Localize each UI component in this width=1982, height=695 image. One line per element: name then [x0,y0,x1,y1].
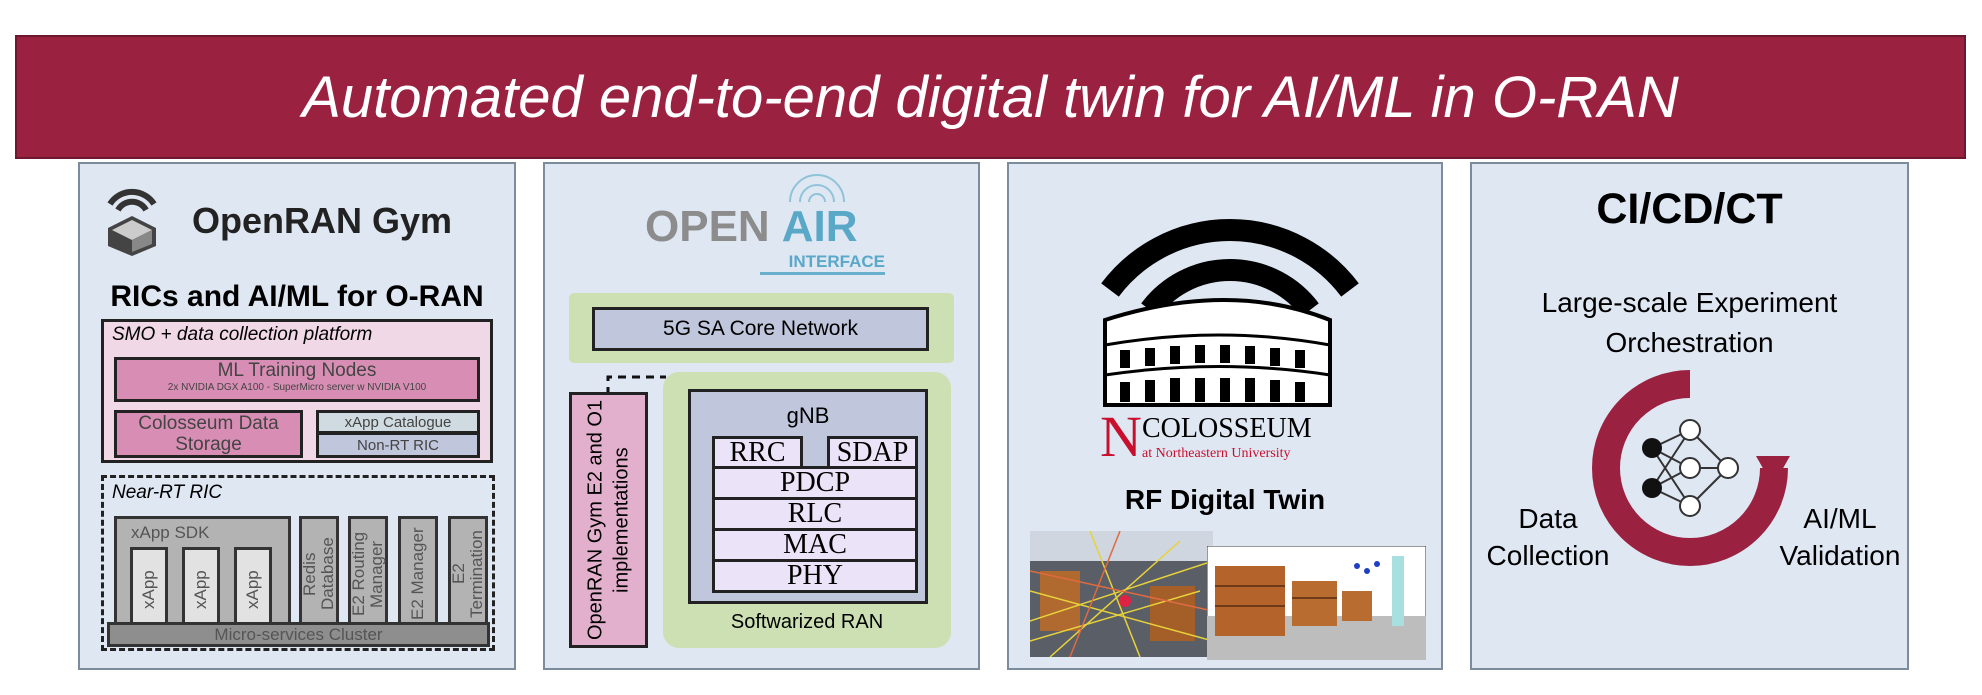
ai-ml-validation-line1: AI/ML [1803,503,1877,534]
xapp-3: xApp [234,547,272,633]
dashed-connector [606,375,666,395]
colosseum-logo-name: COLOSSEUM [1142,413,1312,444]
oai-signal-icon [789,174,845,203]
ray-tracing-scene-image [1030,531,1213,657]
title-banner: Automated end-to-end digital twin for AI… [15,35,1966,159]
xapp-1: xApp [130,547,168,633]
orchestration-line2: Orchestration [1605,327,1774,358]
openran-gym-e2-o1: OpenRAN Gym E2 and O1 implementations [569,392,648,648]
layer-sdap: SDAP [827,436,918,469]
ml-label: ML Training Nodes [217,360,377,381]
data-collection-line1: Data [1518,503,1578,534]
micro-services-cluster: Micro-services Cluster [107,622,490,647]
non-rt-ric: Non-RT RIC [316,432,480,458]
oai-logo-open: OPEN [645,202,770,251]
layer-phy: PHY [712,559,918,593]
colosseum-wifi-logo-icon [1101,219,1359,407]
rf-digital-twin-heading: RF Digital Twin [1124,484,1326,515]
near-rt-label: Near-RT RIC [112,482,223,503]
ml-training-nodes: ML Training Nodes 2x NVIDIA DGX A100 - S… [114,357,480,402]
colosseum-logo-sub: at Northeastern University [1142,446,1291,461]
xapp-2: xApp [182,547,220,633]
colosseum-logo-n: N [1100,404,1142,469]
layer-pdcp: PDCP [712,466,918,500]
smo-label: SMO + data collection platform [112,324,373,345]
ml-sub: 2x NVIDIA DGX A100 - SuperMicro server w… [167,382,427,393]
oai-logo-air: AIR [781,202,858,251]
ci-cycle-neural-net-icon [1592,370,1790,566]
openran-gym-logo-icon [107,188,157,256]
redis-database: Redis Database [299,516,339,632]
xapp-sdk-label: xApp SDK [131,523,210,542]
orchestration-line1: Large-scale Experiment [1541,287,1838,318]
e2-routing-manager: E2 Routing Manager [348,516,388,632]
colosseum-3d-scene-image [1207,546,1426,660]
5g-sa-core-network: 5G SA Core Network [592,307,929,351]
layer-mac: MAC [712,528,918,562]
layer-rlc: RLC [712,497,918,531]
gnb-label: gNB [786,403,830,428]
colosseum-data-storage: Colosseum Data Storage [114,410,303,458]
ai-ml-validation-line2: Validation [1779,540,1901,571]
ci-cd-ct-heading: CI/CD/CT [1596,185,1783,233]
data-collection-line2: Collection [1486,540,1610,571]
near-rt-ric-box [101,475,495,651]
layer-rrc: RRC [712,436,803,469]
p1-heading: RICs and AI/ML for O-RAN [110,280,484,313]
softwarized-ran-label: Softwarized RAN [730,611,884,633]
openran-gym-logo-text: OpenRAN Gym [192,200,453,241]
oai-logo-interface: INTERFACE [760,252,885,275]
oai-logo: OPEN AIR [645,204,857,250]
panel-ci-cd-ct [1470,162,1909,670]
xapp-catalogue: xApp Catalogue [316,410,480,434]
e2-manager: E2 Manager [398,516,438,632]
e2-termination: E2 Termination [448,516,488,632]
